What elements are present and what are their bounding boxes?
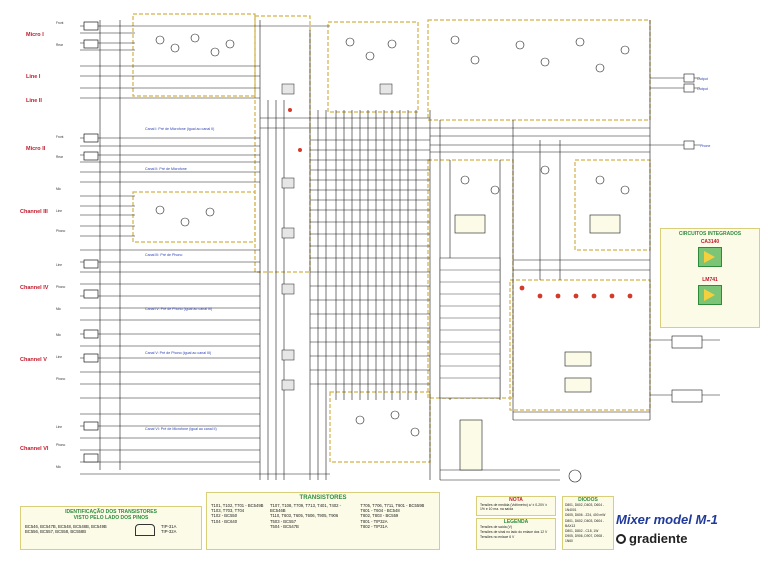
tr-col3-0: T705, T706, T711, T901 - BC559B	[360, 503, 425, 508]
company-logo: gradiente	[616, 531, 756, 546]
transistores-col3: T705, T706, T711, T901 - BC559B T601 - T…	[360, 503, 435, 529]
sub-line-6: Line	[56, 425, 62, 429]
tr-col3-1: T601 - T604 - BC548	[360, 508, 400, 514]
input-jacks	[83, 21, 99, 463]
sub-mic-5: Mic	[56, 333, 61, 337]
label-ch3: Channel III	[20, 209, 48, 215]
legenda-item-2: Tensões no enlace 6 V	[480, 535, 515, 539]
model-word: Mixer	[616, 512, 650, 527]
tr-col1-1: T103, T703, T704	[211, 508, 245, 514]
sub-front-1: Front	[56, 21, 64, 25]
label-ch4: Channel IV	[20, 285, 49, 291]
module-boundaries	[132, 13, 651, 463]
nota-text: Tensões de medida (Voltímetro) c/ ± 0-20…	[480, 503, 548, 511]
mix-resistors	[288, 108, 633, 299]
nota-box: NOTA Tensões de medida (Voltímetro) c/ ±…	[476, 496, 556, 516]
company-name: gradiente	[629, 531, 688, 546]
sub-phono-5: Phono	[56, 377, 65, 381]
sub-mic-6: Mic	[56, 465, 61, 469]
diodos-line-2: D801, D602, D603, D604 - BAX13	[565, 518, 605, 528]
transistor-id-box: IDENTIFICAÇÃO DOS TRANSISTORES VISTO PEL…	[20, 506, 202, 550]
phones-label: Phone	[700, 144, 710, 148]
transistor-id-line1: BC546, BC547B, BC548, BC548B, BC549B	[25, 524, 107, 529]
label-ch6: Channel VI	[20, 446, 49, 452]
tip-a: TIP-31A	[161, 524, 177, 529]
ic2-name: LM741	[702, 277, 718, 283]
tr-col1-3: T104 - BC640	[211, 518, 238, 524]
note-canal1: Canal I: Pré de Microfone (igual ao cana…	[145, 127, 214, 131]
diodos-line-0: D801, D602, D603, D604 - 1N4001	[565, 503, 605, 513]
legenda-item-0: Tensões de saída (V)	[480, 525, 513, 529]
note-canal6: Canal VI: Pré de Microfone (igual ao can…	[145, 427, 217, 431]
tr-col3-3: T801 - TIP32A	[360, 518, 388, 524]
sub-front-2: Front	[56, 135, 64, 139]
output-jacks	[568, 73, 703, 483]
tr-col2-2: T503 - BC557	[269, 518, 297, 524]
diodos-title: DIODOS	[578, 497, 598, 503]
output-label-2: Output	[697, 87, 708, 91]
tr-col2-3: T504 - BC547B	[269, 523, 299, 529]
coils	[281, 83, 393, 391]
tr-col2-1: T110, T603, T605, T606, T905, T906	[269, 513, 339, 519]
transistor-id-subtitle: VISTO PELO LADO DOS PINOS	[73, 515, 149, 521]
tip-b: TIP-32A	[161, 529, 177, 535]
ic-box-title: CIRCUITOS INTEGRADOS	[678, 231, 742, 237]
tr-col3-4: T802 - TIP31A	[360, 523, 388, 529]
tr-col2-0: T107, T108, T709, T713, T401, T402 - BC5…	[269, 503, 342, 514]
label-line2: Line II	[26, 98, 42, 104]
transistor-id-line2: BC556, BC557, BC558, BC558B	[25, 529, 86, 535]
sub-phono-3: Phono	[56, 229, 65, 233]
sub-line-5: Line	[56, 355, 62, 359]
transistor-id-title: IDENTIFICAÇÃO DOS TRANSISTORES	[65, 509, 157, 515]
note-canal3: Canal III: Pré de Phono	[145, 253, 182, 257]
sub-line-3: Line	[56, 209, 62, 213]
label-ch5: Channel V	[20, 357, 47, 363]
diodos-line-4: D905, D906, D907, D908 - 1N60	[565, 534, 605, 544]
diodos-box: DIODOS D801, D602, D603, D604 - 1N4001 D…	[562, 496, 614, 550]
sub-phono-4: Phono	[56, 285, 65, 289]
brand-block: Mixer model M-1 gradiente	[616, 512, 756, 556]
ladder	[439, 257, 501, 399]
sub-mic-3: Mic	[56, 187, 61, 191]
label-line1: Line I	[26, 74, 41, 80]
transistores-col2: T107, T108, T709, T713, T401, T402 - BC5…	[270, 503, 356, 529]
note-canal4: Canal IV: Pré de Phono (igual ao canal I…	[145, 307, 212, 311]
bus-lines	[99, 20, 651, 480]
diodos-line-1: D605, D606 - Z24, 400 mW	[565, 513, 606, 518]
diodos-line-3: D801, D802 - C18, 1W	[565, 529, 599, 534]
ic1-symbol	[698, 247, 722, 267]
gradiente-logo-icon	[616, 533, 626, 544]
transistores-title: TRANSISTORES	[299, 495, 347, 501]
model-title: Mixer model M-1	[616, 512, 756, 527]
transistores-col1: T101, T102, T701 - BC549B T103, T703, T7…	[211, 503, 266, 529]
sub-rear-2: Rear	[56, 155, 64, 159]
legenda-item-1: Tensões de sinal no lado do enlace dos 1…	[480, 530, 548, 534]
legenda-title: LEGENDA	[503, 519, 529, 525]
ic-blocks	[454, 214, 621, 471]
sub-line-4: Line	[56, 263, 62, 267]
legenda-box: LEGENDA Tensões de saída (V) Tensões de …	[476, 518, 556, 550]
label-micro2: Micro II	[26, 146, 46, 152]
note-canal2: Canal II: Pré de Microfone	[145, 167, 187, 171]
model-name: model M-1	[653, 512, 718, 527]
tr-col1-0: T101, T102, T701 - BC549B	[211, 503, 264, 508]
transistor-pinout-icon	[135, 524, 155, 536]
tr-col1-2: T102 - BC550	[211, 513, 238, 519]
output-label-1: Output	[697, 77, 708, 81]
ladder-rungs	[440, 269, 500, 379]
tr-col3-2: T802, T803 - BC559	[360, 513, 399, 519]
sub-phono-6: Phono	[56, 443, 65, 447]
sub-mic-4: Mic	[56, 307, 61, 311]
nota-title: NOTA	[509, 497, 523, 503]
label-micro1: Micro I	[26, 32, 44, 38]
sub-rear-1: Rear	[56, 43, 64, 47]
ic1-name: CA3140	[700, 239, 720, 245]
ic2-symbol	[698, 285, 722, 305]
ic-reference-box: CIRCUITOS INTEGRADOS CA3140 LM741	[660, 228, 760, 328]
note-canal5: Canal V: Pré de Phono (igual ao canal II…	[145, 351, 211, 355]
transistores-box: TRANSISTORES T101, T102, T701 - BC549B T…	[206, 492, 440, 550]
transistors	[155, 33, 630, 437]
